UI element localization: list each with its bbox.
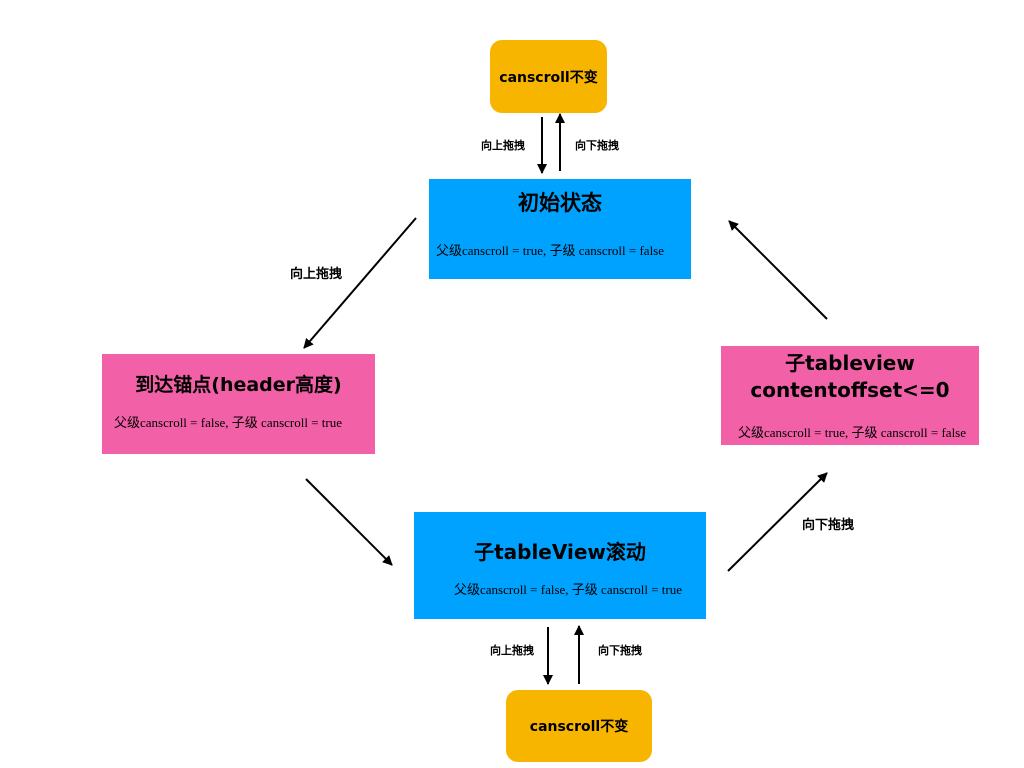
top-unchanged-node: canscroll不变 xyxy=(490,40,607,113)
initial-state-node: 初始状态 父级canscroll = true, 子级 canscroll = … xyxy=(429,179,691,279)
arrow-initial-to-anchor xyxy=(303,217,417,349)
arrow-child-to-offset xyxy=(727,472,828,572)
arrow-anchor-to-child xyxy=(305,478,393,566)
anchor-reached-title: 到达锚点(header高度) xyxy=(135,374,342,396)
top-down-drag-label: 向下拖拽 xyxy=(575,139,619,152)
child-offset-node: 子tableview contentoffset<=0 父级canscroll … xyxy=(721,346,979,445)
anchor-reached-detail: 父级canscroll = false, 子级 canscroll = true xyxy=(114,415,343,430)
child-scroll-detail: 父级canscroll = false, 子级 canscroll = true xyxy=(454,582,683,597)
child-scroll-title: 子tableView滚动 xyxy=(474,540,646,564)
bottom-unchanged-node: canscroll不变 xyxy=(506,690,652,762)
initial-to-anchor-label: 向上拖拽 xyxy=(290,267,343,282)
child-scroll-node: 子tableView滚动 父级canscroll = false, 子级 can… xyxy=(414,512,706,619)
child-offset-detail: 父级canscroll = true, 子级 canscroll = false xyxy=(738,425,967,440)
arrow-offset-to-initial xyxy=(728,220,828,320)
bottom-down-drag-label: 向下拖拽 xyxy=(598,644,642,657)
anchor-reached-node: 到达锚点(header高度) 父级canscroll = false, 子级 c… xyxy=(102,354,375,454)
initial-state-title: 初始状态 xyxy=(518,191,602,215)
initial-state-detail: 父级canscroll = true, 子级 canscroll = false xyxy=(436,243,665,258)
bottom-unchanged-label: canscroll不变 xyxy=(529,719,629,735)
child-to-offset-label: 向下拖拽 xyxy=(802,518,855,533)
bottom-up-drag-label: 向上拖拽 xyxy=(490,644,534,657)
top-up-drag-label: 向上拖拽 xyxy=(481,139,525,152)
top-unchanged-label: canscroll不变 xyxy=(499,69,598,86)
child-offset-title-line1: 子tableview xyxy=(785,351,915,375)
child-offset-title-line2: contentoffset<=0 xyxy=(750,378,950,402)
